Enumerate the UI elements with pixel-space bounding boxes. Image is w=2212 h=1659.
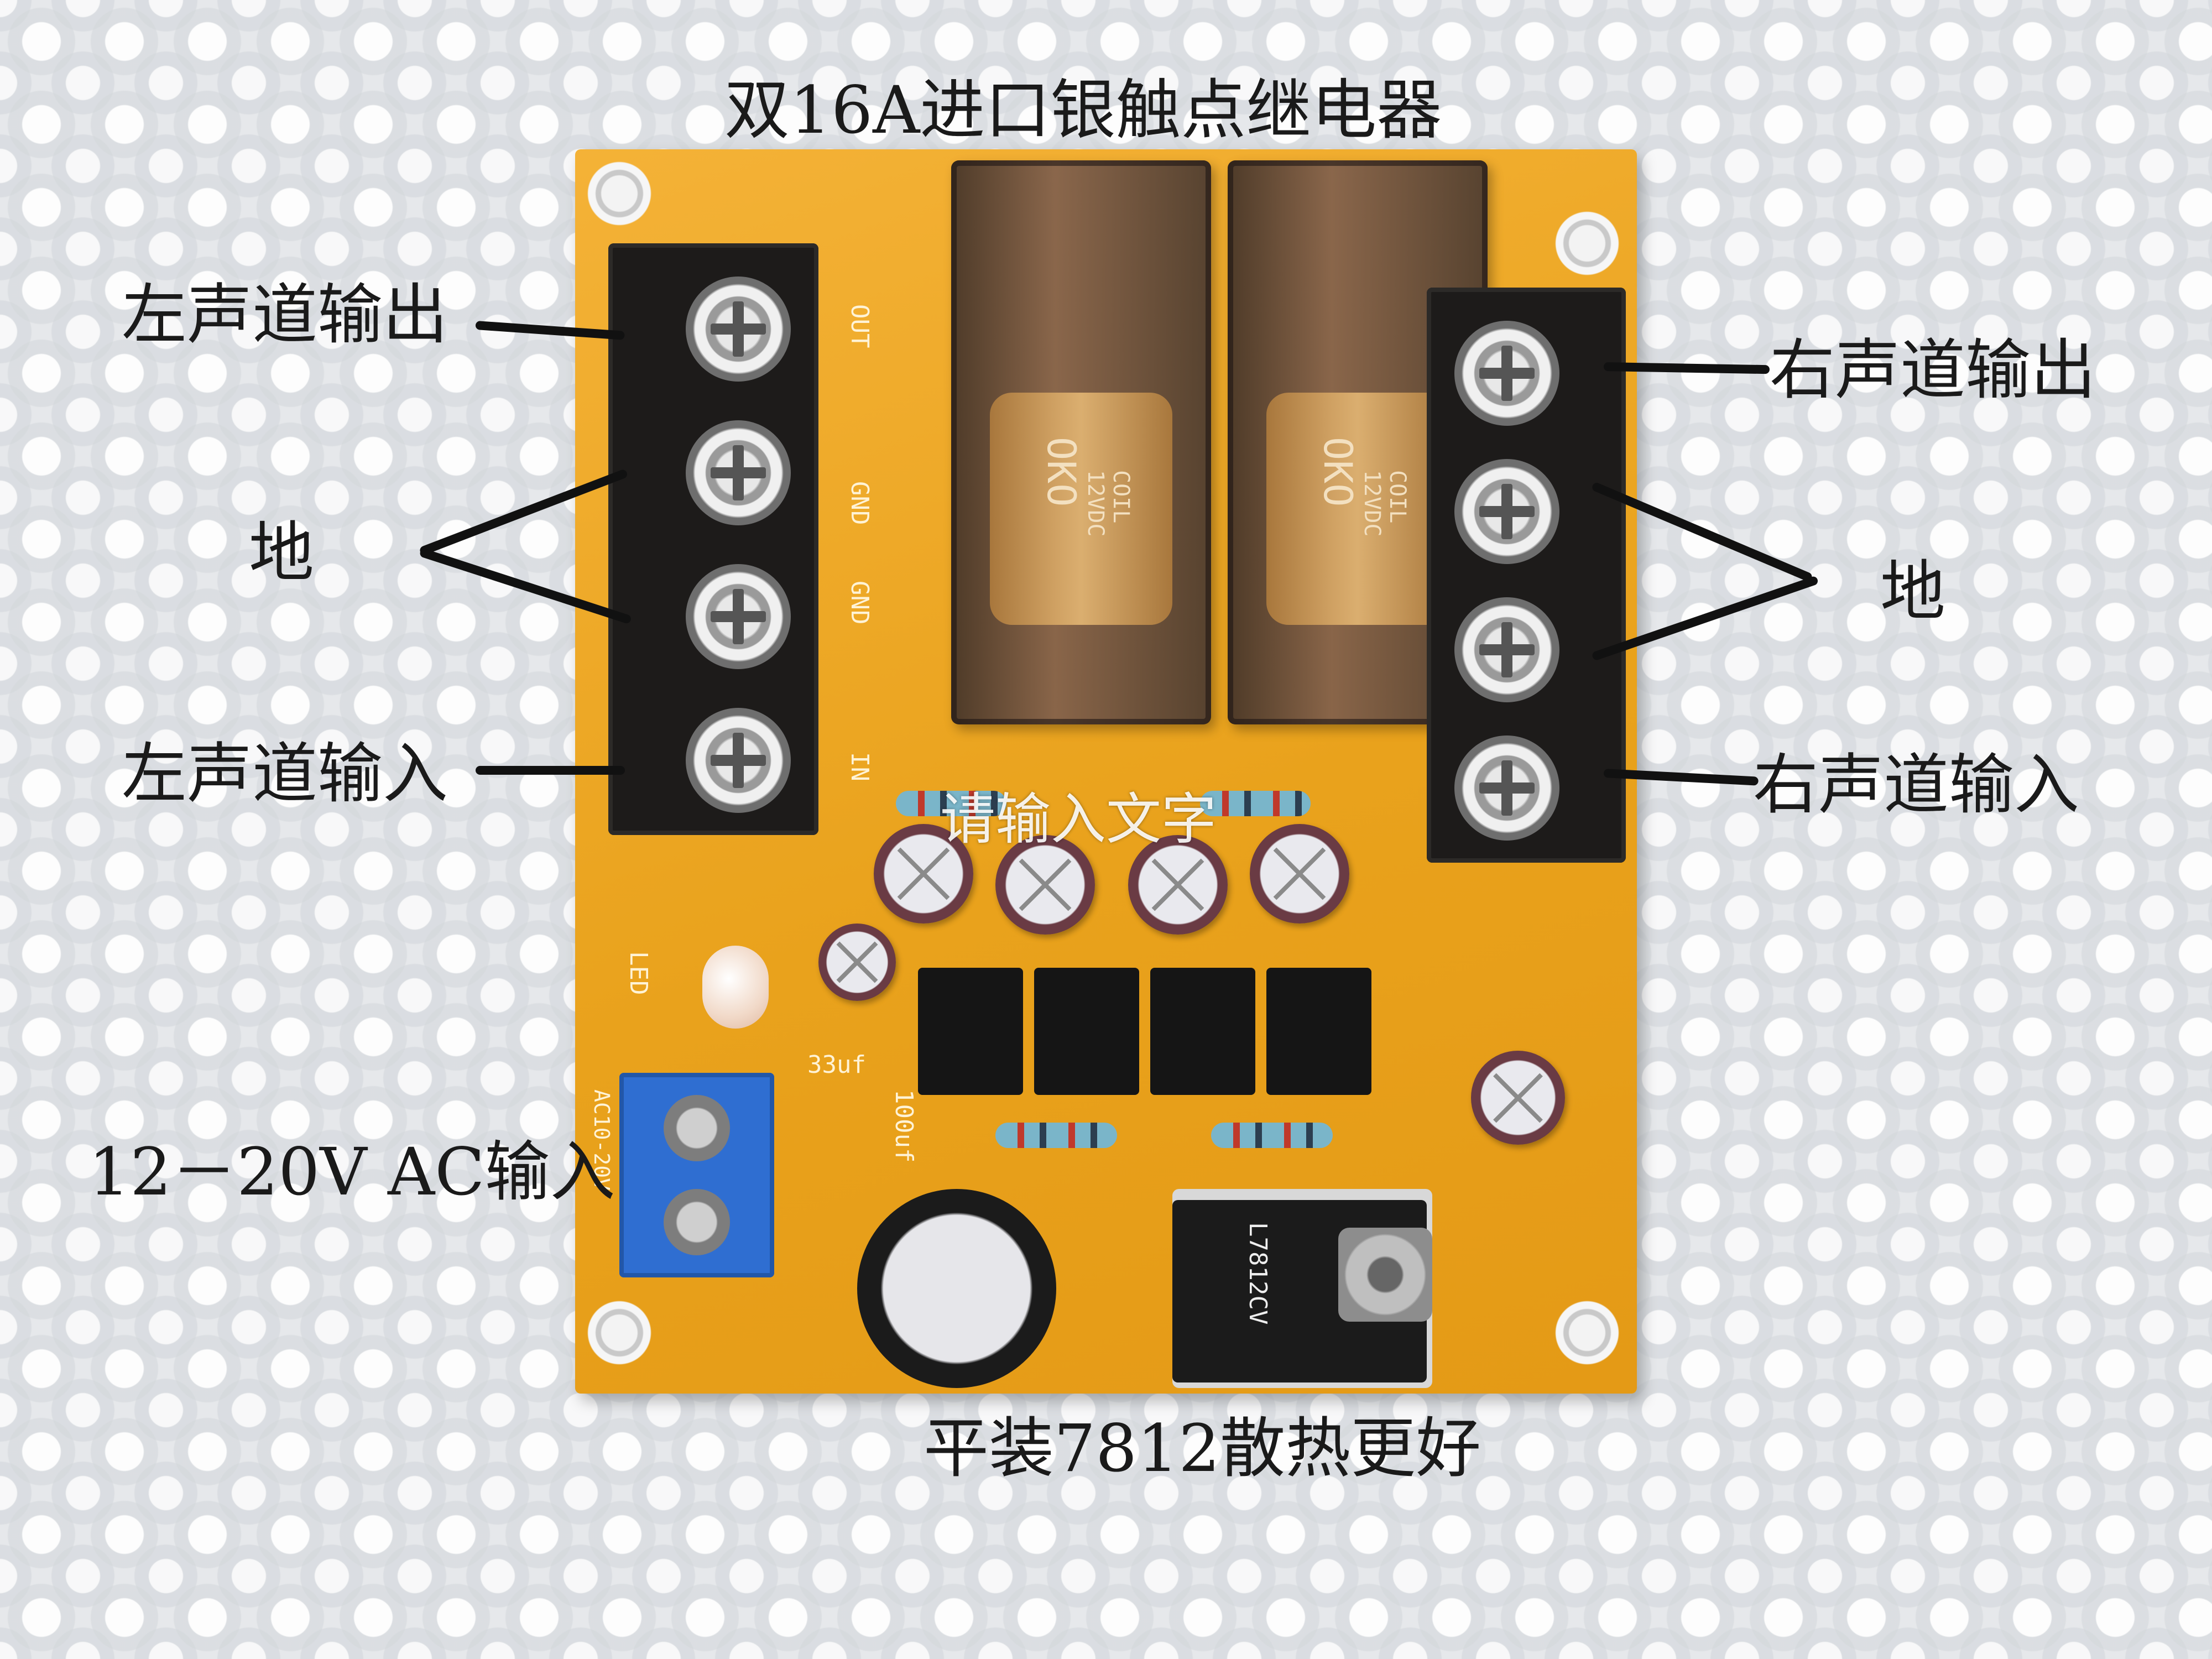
- right-gnd-screw-1[interactable]: [1454, 459, 1559, 564]
- resistor-4: [1211, 1123, 1333, 1148]
- optocoupler-2: [1034, 968, 1139, 1095]
- capacitor-2: [995, 835, 1095, 935]
- silk-cap-100uf: 100uf: [890, 1089, 918, 1163]
- relay-left: OKO COIL 12VDC: [951, 160, 1211, 724]
- optocoupler-1: [918, 968, 1023, 1095]
- silk-led: LED: [624, 951, 653, 995]
- ac-input-terminal: [619, 1073, 774, 1277]
- regulator-code: L7812CV: [1244, 1222, 1272, 1325]
- relay-right-coil-label: COIL 12VDC: [1359, 470, 1410, 537]
- label-right-out: 右声道输出: [1770, 332, 2096, 408]
- label-left-out: 左声道输出: [122, 276, 448, 353]
- relay-left-coil-label: COIL 12VDC: [1083, 470, 1134, 537]
- leader-left-in: [476, 766, 625, 775]
- capacitor-4: [1250, 824, 1349, 924]
- relay-left-brand: OKO: [1039, 437, 1084, 507]
- label-left-in: 左声道输入: [122, 735, 448, 812]
- capacitor-1: [874, 824, 973, 924]
- mount-hole-top-left: [586, 160, 653, 227]
- right-gnd-screw-2[interactable]: [1454, 597, 1559, 702]
- right-out-screw[interactable]: [1454, 321, 1559, 426]
- left-out-screw[interactable]: [686, 276, 791, 382]
- left-terminal-block: [608, 243, 818, 835]
- silk-left-in: IN: [846, 752, 874, 781]
- right-in-screw[interactable]: [1454, 735, 1559, 841]
- ac-screw-2[interactable]: [664, 1189, 730, 1255]
- relay-left-coil: [990, 393, 1172, 625]
- mount-hole-bottom-left: [586, 1300, 653, 1366]
- capacitor-3: [1128, 835, 1228, 935]
- silk-cap-33uf: 33uf: [807, 1051, 866, 1079]
- left-in-screw[interactable]: [686, 708, 791, 813]
- label-ac-input: 12－20V AC输入: [88, 1134, 615, 1210]
- filter-capacitor-large: [857, 1189, 1056, 1388]
- optocoupler-3: [1150, 968, 1255, 1095]
- resistor-2: [1200, 791, 1311, 816]
- mount-hole-top-right: [1554, 210, 1620, 276]
- ac-screw-1[interactable]: [664, 1095, 730, 1161]
- left-gnd-screw-1[interactable]: [686, 420, 791, 525]
- overlay-placeholder-text: 请输入文字: [940, 787, 1217, 852]
- label-regulator-note: 平装7812散热更好: [924, 1410, 1481, 1486]
- silk-left-gnd-2: GND: [846, 581, 874, 625]
- led-indicator: [702, 946, 769, 1029]
- mount-hole-bottom-right: [1554, 1300, 1620, 1366]
- resistor-1: [896, 791, 1006, 816]
- relay-right-coil: [1266, 393, 1449, 625]
- label-relay-title: 双16A进口银触点继电器: [724, 72, 1442, 148]
- right-terminal-block: [1427, 288, 1626, 863]
- relay-right-brand: OKO: [1315, 437, 1360, 507]
- capacitor-33uf: [818, 924, 896, 1001]
- capacitor-right-small: [1471, 1051, 1565, 1145]
- silk-left-gnd-1: GND: [846, 481, 874, 525]
- label-right-gnd: 地: [1880, 553, 1946, 629]
- left-gnd-screw-2[interactable]: [686, 564, 791, 669]
- label-left-gnd: 地: [249, 514, 315, 591]
- resistor-3: [995, 1123, 1117, 1148]
- optocoupler-4: [1266, 968, 1371, 1095]
- pcb-board: OUT GND GND IN OKO COIL 12VDC OKO COIL 1…: [575, 149, 1637, 1394]
- label-right-in: 右声道输入: [1753, 747, 2080, 823]
- silk-left-out: OUT: [846, 304, 874, 348]
- regulator-nut: [1338, 1228, 1432, 1322]
